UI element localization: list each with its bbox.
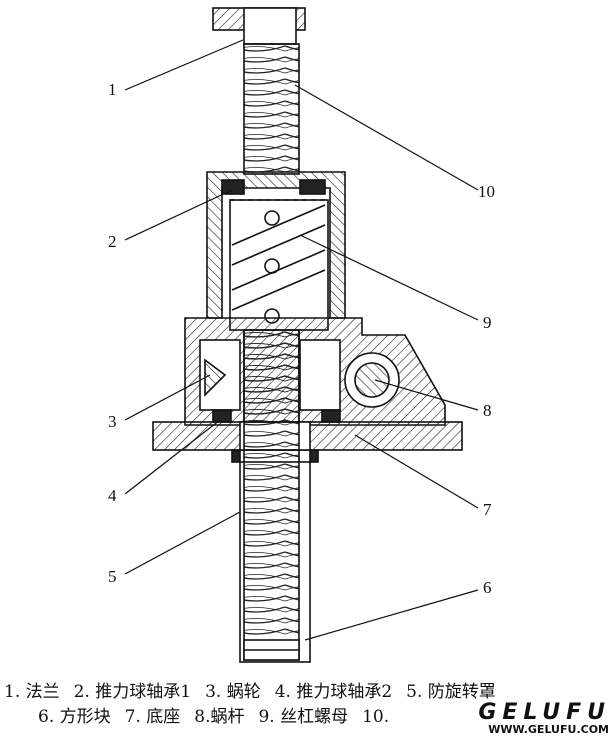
worm: [344, 352, 400, 408]
callout-10: 10: [478, 182, 495, 201]
caption-item: 9. 丝杠螺母: [258, 707, 349, 727]
callout-7: 7: [483, 500, 492, 519]
flange: [212, 7, 306, 45]
caption-item: 10.: [362, 707, 390, 727]
caption-item: 2. 推力球轴承1: [73, 682, 192, 702]
caption-item: 8.蜗杆: [194, 707, 245, 727]
caption-item: 4. 推力球轴承2: [274, 682, 393, 702]
callout-4: 4: [108, 486, 117, 505]
callout-1: 1: [108, 80, 117, 99]
caption-item: 1. 法兰: [4, 682, 60, 702]
watermark-brand: GELUFU: [478, 700, 611, 725]
callout-8: 8: [483, 401, 492, 420]
callout-9: 9: [483, 313, 492, 332]
caption-item: 7. 底座: [124, 707, 181, 727]
leader-lines: [124, 39, 479, 641]
callout-6: 6: [483, 578, 492, 597]
callout-2: 2: [108, 232, 117, 251]
caption-item: 5. 防旋转罩: [406, 682, 496, 702]
caption-line-1: 1. 法兰 2. 推力球轴承1 3. 蜗轮 4. 推力球轴承2 5. 防旋转罩: [4, 677, 615, 702]
worm-gear-housing: [184, 317, 446, 426]
watermark-url: WWW.GELUFU.COM: [488, 723, 609, 736]
anti-rotation-cover: [239, 461, 311, 663]
callout-5: 5: [108, 567, 117, 586]
caption-line-2: 6. 方形块 7. 底座 8.蜗杆 9. 丝杠螺母 10.: [38, 702, 615, 727]
callout-3: 3: [108, 412, 117, 431]
base-plate: [152, 421, 463, 463]
caption-item: 6. 方形块: [38, 707, 111, 727]
caption-item: 3. 蜗轮: [205, 682, 261, 702]
lead-screw-nut: [229, 199, 329, 331]
